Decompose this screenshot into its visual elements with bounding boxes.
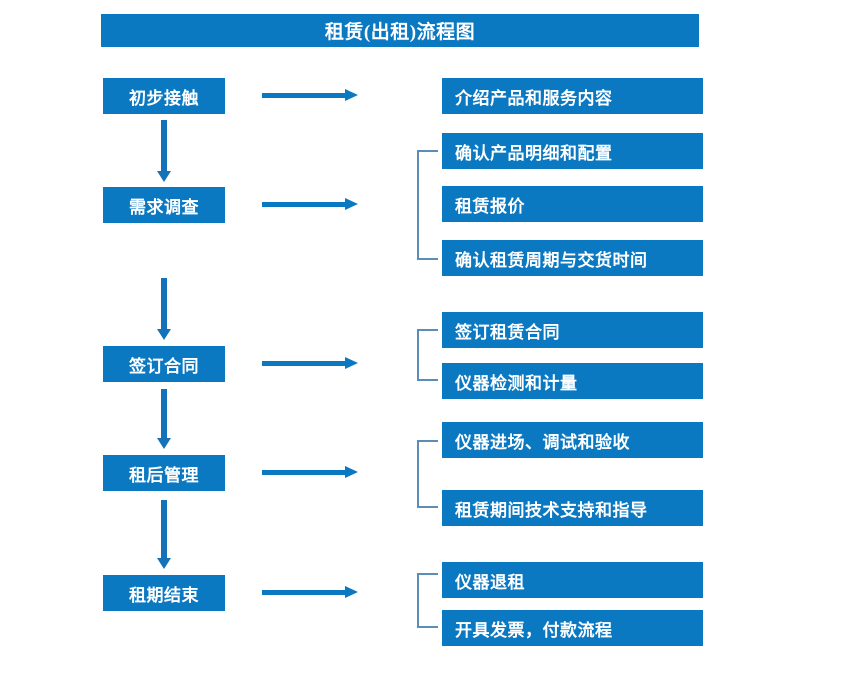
- stage-box-1[interactable]: 初步接触: [103, 78, 225, 114]
- arrow-shaft: [262, 202, 346, 207]
- arrow-shaft: [161, 120, 167, 171]
- bracket-icon-group-2: [417, 150, 438, 260]
- arrow-head: [345, 466, 358, 478]
- right-arrow-icon-4: [262, 466, 358, 478]
- stage-box-4[interactable]: 租后管理: [103, 455, 225, 491]
- detail-box-10[interactable]: 开具发票，付款流程: [442, 610, 703, 646]
- right-arrow-icon-3: [262, 357, 358, 369]
- right-arrow-icon-2: [262, 198, 358, 210]
- detail-box-9[interactable]: 仪器退租: [442, 562, 703, 598]
- bracket-icon-group-4: [417, 440, 438, 508]
- stage-box-5[interactable]: 租期结束: [103, 575, 225, 611]
- arrow-shaft: [262, 361, 346, 366]
- arrow-head: [157, 171, 171, 182]
- diagram-title: 租赁(出租)流程图: [101, 14, 699, 47]
- right-arrow-icon-5: [262, 586, 358, 598]
- stage-box-3[interactable]: 签订合同: [103, 346, 225, 382]
- arrow-shaft: [262, 470, 346, 475]
- down-arrow-icon-4: [157, 500, 171, 569]
- arrow-head: [157, 438, 171, 449]
- arrow-shaft: [262, 590, 346, 595]
- detail-box-1[interactable]: 介绍产品和服务内容: [442, 78, 703, 114]
- down-arrow-icon-1: [157, 120, 171, 182]
- down-arrow-icon-2: [157, 278, 171, 340]
- arrow-head: [345, 89, 358, 101]
- detail-box-5[interactable]: 签订租赁合同: [442, 312, 703, 348]
- detail-box-6[interactable]: 仪器检测和计量: [442, 363, 703, 399]
- detail-box-2[interactable]: 确认产品明细和配置: [442, 133, 703, 169]
- arrow-head: [157, 329, 171, 340]
- arrow-shaft: [161, 278, 167, 329]
- detail-box-7[interactable]: 仪器进场、调试和验收: [442, 422, 703, 458]
- bracket-icon-group-5: [417, 573, 438, 628]
- detail-box-8[interactable]: 租赁期间技术支持和指导: [442, 490, 703, 526]
- arrow-shaft: [161, 500, 167, 558]
- arrow-head: [345, 357, 358, 369]
- arrow-head: [345, 586, 358, 598]
- arrow-shaft: [161, 389, 167, 438]
- stage-box-2[interactable]: 需求调查: [103, 187, 225, 223]
- detail-box-4[interactable]: 确认租赁周期与交货时间: [442, 240, 703, 276]
- down-arrow-icon-3: [157, 389, 171, 449]
- arrow-head: [345, 198, 358, 210]
- arrow-shaft: [262, 93, 346, 98]
- bracket-icon-group-3: [417, 329, 438, 381]
- detail-box-3[interactable]: 租赁报价: [442, 186, 703, 222]
- arrow-head: [157, 558, 171, 569]
- right-arrow-icon-1: [262, 89, 358, 101]
